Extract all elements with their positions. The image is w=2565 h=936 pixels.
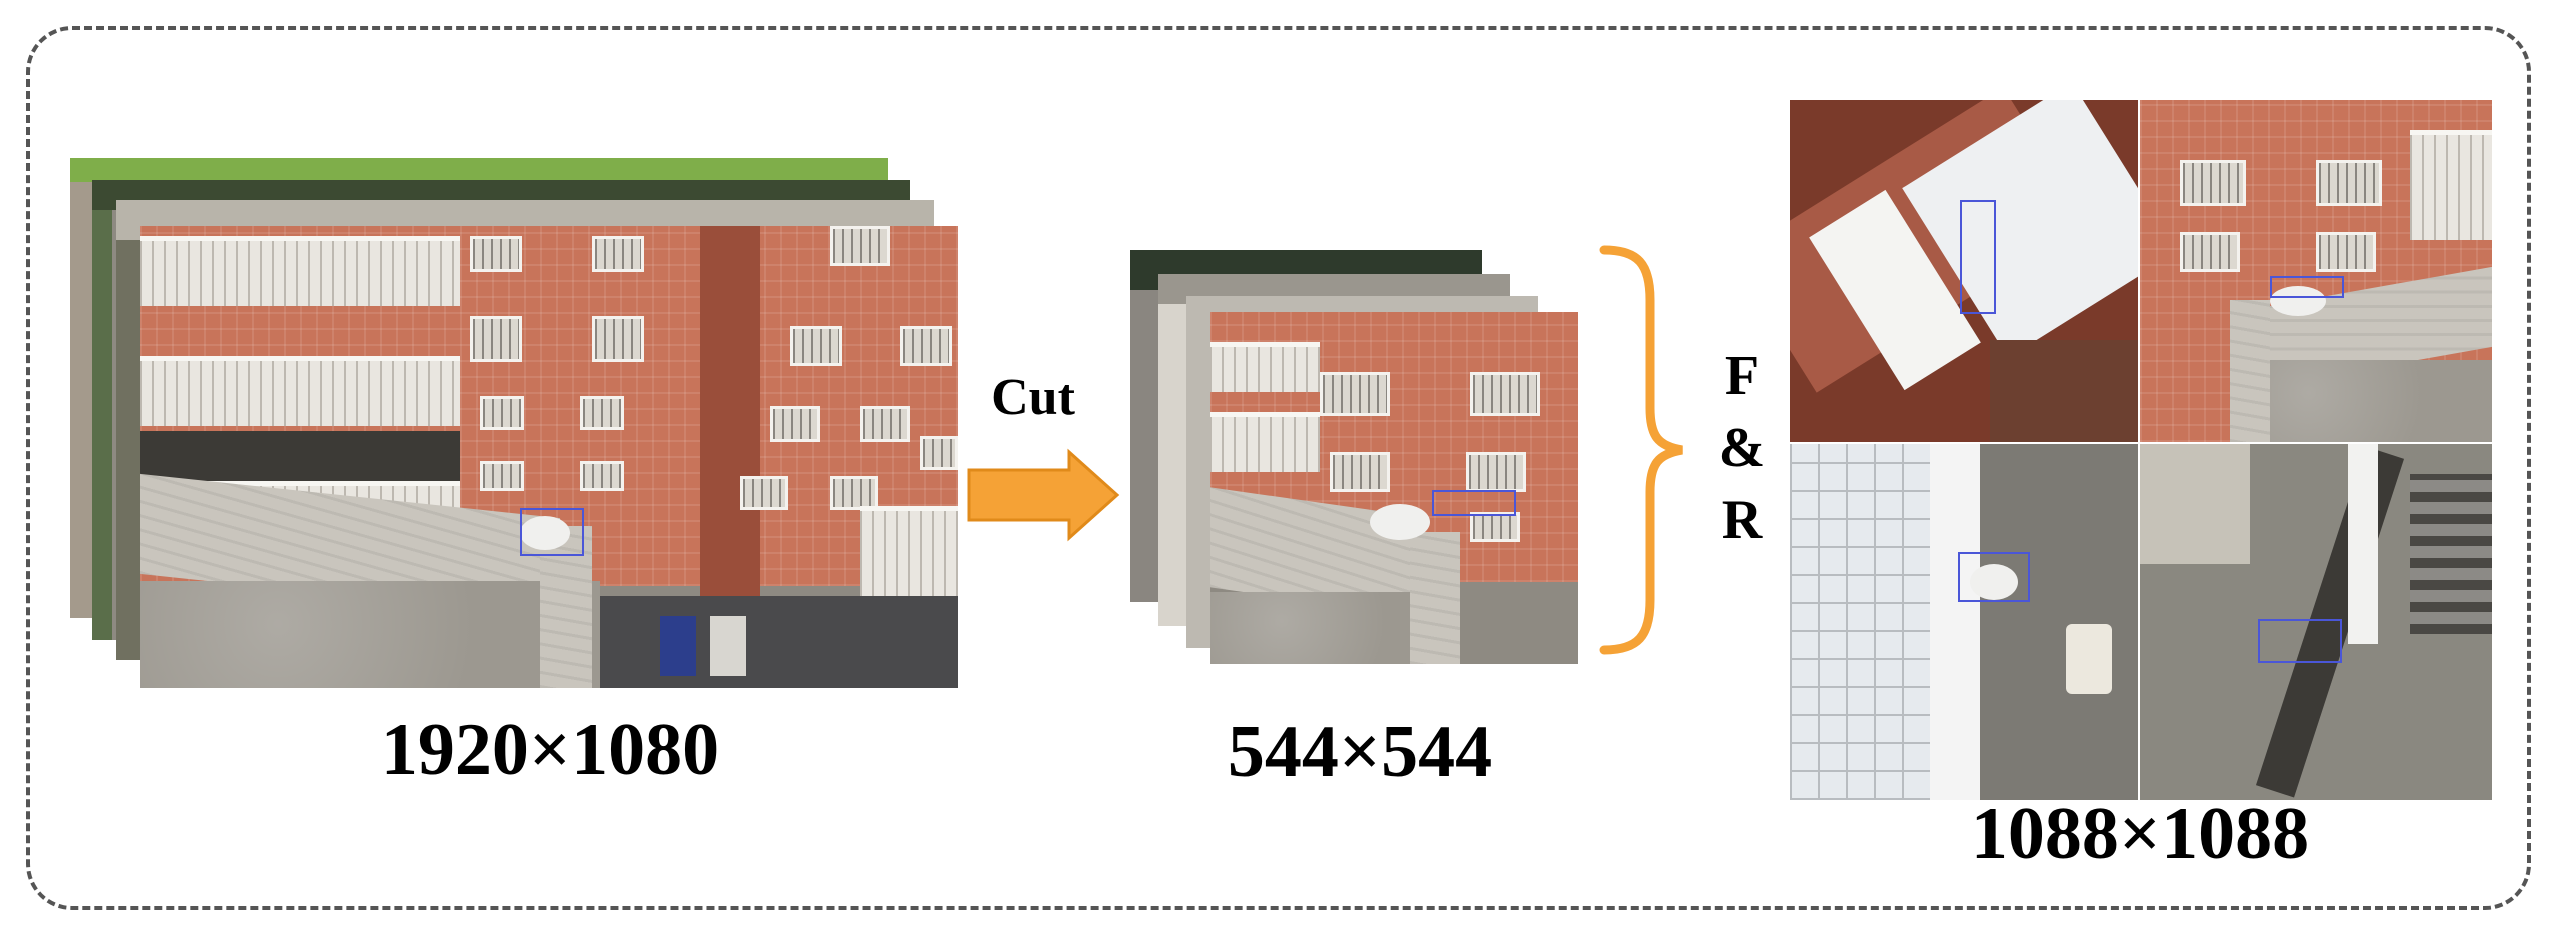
brace-letter-r: R <box>1721 489 1763 551</box>
mosaic-tile-bottom-left <box>1790 444 2138 800</box>
dashed-frame <box>26 26 2531 910</box>
stage-3-mosaic-1088x1088 <box>1790 100 2492 800</box>
mosaic-tile-top-right <box>2140 100 2492 442</box>
size-label-544x544: 544×544 <box>1227 711 1493 793</box>
size-label-1920x1080: 1920×1080 <box>380 709 720 791</box>
front-photo-1920x1080 <box>140 226 958 688</box>
right-arrow-icon <box>967 448 1120 542</box>
mosaic-tile-bottom-right <box>2140 444 2492 800</box>
brace-letter-f: F <box>1724 345 1760 407</box>
mosaic-tile-top-left <box>1790 100 2138 442</box>
front-crop-544x544 <box>1210 312 1578 664</box>
cut-label: Cut <box>991 369 1075 426</box>
brace-letter-ampersand: & <box>1718 417 1766 479</box>
right-brace-icon <box>1599 245 1683 655</box>
size-label-1088x1088: 1088×1088 <box>1970 793 2310 875</box>
